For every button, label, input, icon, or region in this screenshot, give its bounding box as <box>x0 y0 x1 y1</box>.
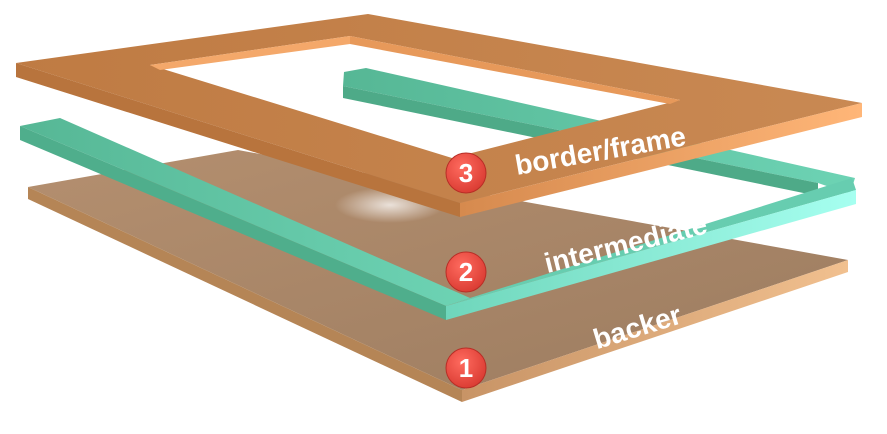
frame-top-face <box>16 14 862 203</box>
badge-1 <box>445 347 487 389</box>
badge-3-number: 3 <box>459 158 473 188</box>
frame-inner-edge-right <box>350 36 680 104</box>
frame-left-edge <box>16 63 460 217</box>
frame-right-edge <box>460 103 862 217</box>
badge-2 <box>445 251 487 293</box>
badge-2-number: 2 <box>459 257 473 287</box>
intermediate-left-edge <box>20 126 446 320</box>
backer-right-edge <box>462 260 848 402</box>
intermediate-left-top <box>20 118 470 306</box>
frame-inner-edge-back <box>150 36 350 70</box>
frame-layer <box>16 14 862 217</box>
badge-1-number: 1 <box>459 353 473 383</box>
backer-left-edge <box>28 187 462 402</box>
badge-3 <box>445 152 487 194</box>
intermediate-right-edge <box>446 190 856 320</box>
intermediate-right-top <box>446 178 856 306</box>
